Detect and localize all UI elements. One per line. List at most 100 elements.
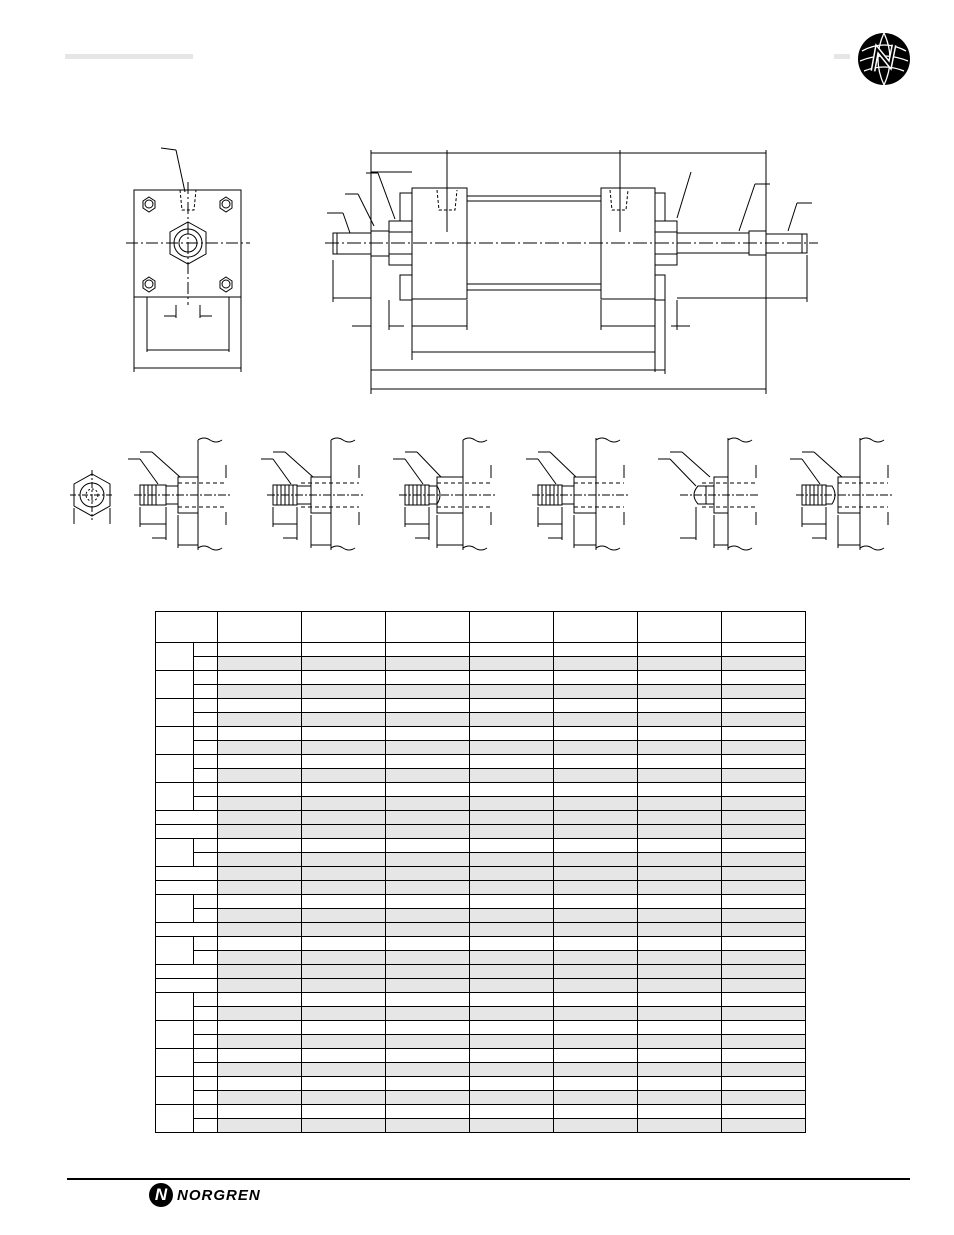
table-sub-cell (193, 1048, 218, 1063)
table-cell (385, 866, 470, 881)
footer-rule (67, 1178, 910, 1180)
table-cell (637, 852, 722, 867)
table-cell (469, 1118, 554, 1133)
table-row (156, 950, 806, 965)
table-cell (721, 740, 806, 755)
table-cell (301, 1062, 386, 1077)
table-cell (553, 768, 638, 783)
table-cell (637, 796, 722, 811)
table-cell (385, 740, 470, 755)
table-cell (637, 824, 722, 839)
table-cell (301, 642, 386, 657)
table-row (155, 754, 806, 783)
table-cell (385, 726, 470, 741)
table-cell (637, 1076, 722, 1091)
table-cell (553, 880, 638, 895)
table-row (155, 866, 806, 881)
table-cell (721, 866, 806, 881)
table-cell (217, 908, 302, 923)
table-cell (217, 852, 302, 867)
table-group-cell (155, 992, 194, 1021)
table-cell (721, 712, 806, 727)
table-cell (637, 1034, 722, 1049)
table-cell (637, 1090, 722, 1105)
table-cell (385, 656, 470, 671)
table-cell (469, 642, 554, 657)
table-cell (217, 936, 302, 951)
table-cell (553, 908, 638, 923)
table-cell (301, 782, 386, 797)
table-row (155, 1104, 806, 1133)
table-cell (553, 824, 638, 839)
table-cell (721, 1034, 806, 1049)
table-cell (385, 712, 470, 727)
table-cell (469, 754, 554, 769)
header-bar (65, 54, 193, 59)
table-group-cell (155, 838, 194, 867)
table-cell (385, 1090, 470, 1105)
table-row (156, 1062, 806, 1077)
table-group-cell (155, 894, 194, 923)
table-cell (469, 796, 554, 811)
table-cell (385, 796, 470, 811)
table-group-cell (155, 810, 218, 825)
table-sub-cell (193, 852, 218, 867)
table-cell (469, 810, 554, 825)
table-cell (637, 712, 722, 727)
table-cell (469, 656, 554, 671)
table-cell (301, 978, 386, 993)
table-cell (217, 1104, 302, 1119)
table-cell (469, 1090, 554, 1105)
table-cell (385, 894, 470, 909)
table-cell (385, 908, 470, 923)
table-group-cell (155, 936, 194, 965)
table-cell (217, 810, 302, 825)
table-cell (469, 866, 554, 881)
table-cell (301, 1006, 386, 1021)
table-cell (721, 852, 806, 867)
table-sub-cell (193, 768, 218, 783)
table-cell (553, 754, 638, 769)
table-cell (469, 670, 554, 685)
table-sub-cell (193, 740, 218, 755)
table-cell (553, 978, 638, 993)
table-cell (301, 922, 386, 937)
table-row (156, 684, 806, 699)
table-cell (469, 936, 554, 951)
table-cell (469, 1076, 554, 1091)
table-cell (721, 1020, 806, 1035)
table-cell (301, 1118, 386, 1133)
table-cell (553, 740, 638, 755)
table-cell (385, 1034, 470, 1049)
table-cell (637, 1104, 722, 1119)
table-cell (721, 810, 806, 825)
table-cell (553, 726, 638, 741)
table-group-cell (155, 698, 194, 727)
table-cell (217, 1090, 302, 1105)
table-cell (217, 824, 302, 839)
table-cell (721, 1048, 806, 1063)
table-cell (469, 684, 554, 699)
table-cell (553, 852, 638, 867)
table-cell (385, 768, 470, 783)
table-cell (637, 1118, 722, 1133)
table-cell (721, 936, 806, 951)
table-cell (469, 698, 554, 713)
table-cell (385, 964, 470, 979)
table-cell (553, 1076, 638, 1091)
table-cell (721, 838, 806, 853)
table-cell (637, 782, 722, 797)
table-cell (637, 1020, 722, 1035)
table-cell (301, 712, 386, 727)
table-cell (301, 656, 386, 671)
table-cell (301, 740, 386, 755)
table-cell (721, 684, 806, 699)
table-cell (217, 1076, 302, 1091)
table-cell (469, 726, 554, 741)
table-header-cell (385, 611, 470, 643)
rod-end-hex-view (70, 470, 114, 524)
table-group-cell (155, 880, 218, 895)
table-cell (553, 1020, 638, 1035)
table-cell (637, 880, 722, 895)
table-cell (553, 642, 638, 657)
